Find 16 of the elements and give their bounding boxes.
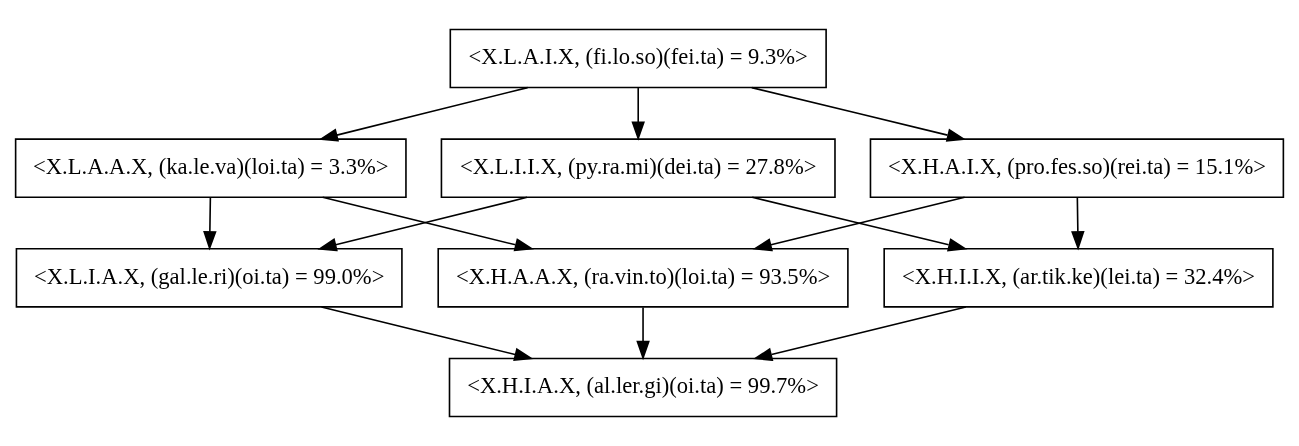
node-box: <X.H.A.A.X, (ra.vin.to)(loi.ta) = 93.5%>: [437, 248, 849, 308]
arrow: [750, 86, 967, 142]
node-box: <X.L.A.I.X, (fi.lo.so)(fei.ta) = 9.3%>: [449, 28, 827, 89]
node-box: <X.L.A.A.X, (ka.le.va)(loi.ta) = 3.3%>: [14, 138, 407, 198]
arrow: [320, 306, 534, 362]
node-box: <X.H.A.I.X, (pro.fes.so)(rei.ta) = 15.1%>: [869, 138, 1285, 198]
node-box: <X.L.I.I.X, (py.ra.mi)(dei.ta) = 27.8%>: [440, 138, 836, 198]
arrow: [752, 306, 967, 362]
arrow: [1071, 196, 1085, 251]
arrow: [636, 306, 650, 361]
arrow: [631, 87, 645, 141]
arrow: [318, 86, 529, 142]
node-box: <X.H.I.A.X, (al.ler.gi)(oi.ta) = 99.7%>: [448, 357, 838, 418]
arrow: [203, 196, 217, 251]
node-box: <X.L.I.A.X, (gal.le.ri)(oi.ta) = 99.0%>: [15, 248, 403, 308]
node-box: <X.H.I.I.X, (ar.tik.ke)(lei.ta) = 32.4%>: [883, 248, 1274, 308]
